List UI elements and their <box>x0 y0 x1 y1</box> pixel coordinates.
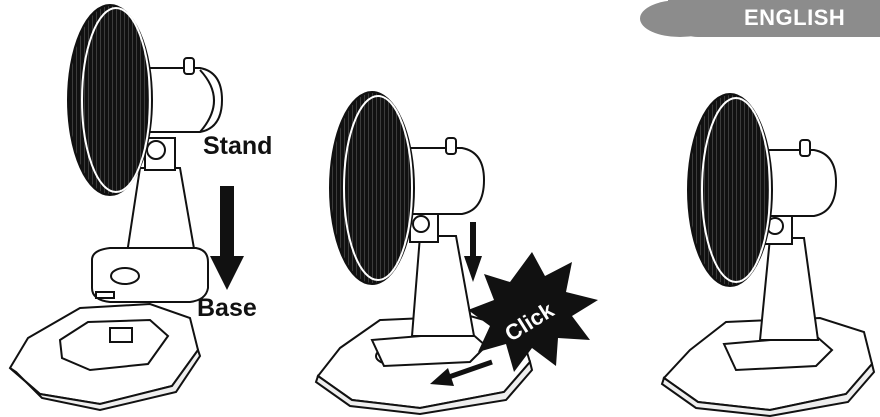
language-tab-label: ENGLISH <box>744 5 846 30</box>
step1-separate-base <box>8 302 202 412</box>
step3-fan <box>660 93 876 417</box>
language-tab <box>640 0 880 37</box>
stand-label: Stand <box>203 132 273 160</box>
step1-fan <box>67 4 224 303</box>
click-burst-icon: Click <box>468 252 598 372</box>
down-arrow-icon <box>210 186 244 290</box>
small-down-arrow-icon <box>464 222 482 282</box>
slide-arrow-icon <box>430 359 493 386</box>
step2-fan <box>314 91 534 416</box>
base-label: Base <box>197 294 257 322</box>
